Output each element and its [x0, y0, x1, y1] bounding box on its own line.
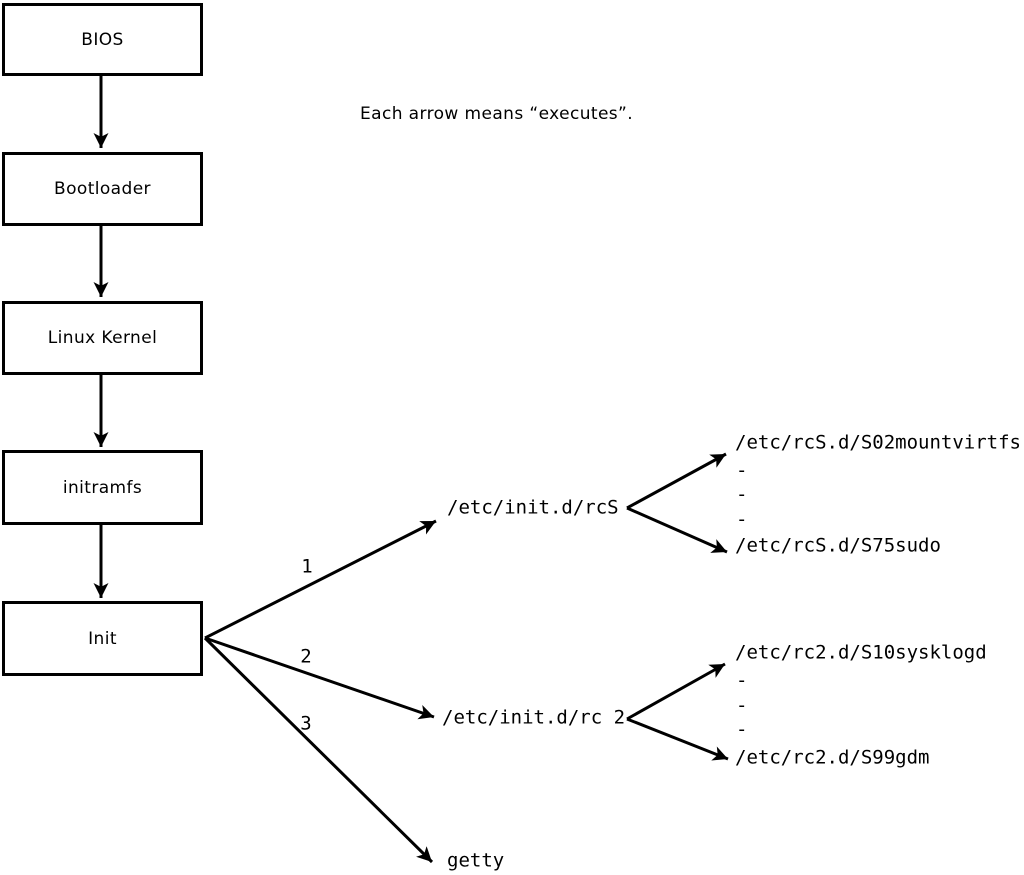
arrow-rcs-to-s75sudo	[626, 506, 728, 554]
node-bootloader: Bootloader	[2, 152, 203, 226]
arrow-rc2-to-s10sysklogd	[626, 662, 726, 721]
node-init: Init	[2, 601, 203, 676]
edge-label-3: 3	[300, 712, 312, 735]
target-rc2-script: /etc/init.d/rc 2	[442, 706, 626, 729]
node-bios-label: BIOS	[81, 29, 124, 50]
node-init-label: Init	[88, 628, 117, 649]
node-bootloader-label: Bootloader	[54, 179, 151, 199]
rcs-child-s02mountvirtfs: /etc/rcS.d/S02mountvirtfs	[735, 431, 1021, 454]
edge-label-1: 1	[301, 555, 313, 578]
target-rcs-script: /etc/init.d/rcS	[447, 496, 619, 519]
target-getty: getty	[447, 849, 505, 872]
rc2-child-ellipsis-dash: -	[736, 694, 748, 717]
rc2-child-ellipsis-dash: -	[736, 669, 748, 692]
arrow-init-to-rcs	[204, 519, 437, 640]
rcs-child-s75sudo: /etc/rcS.d/S75sudo	[735, 534, 941, 557]
node-linux-kernel-label: Linux Kernel	[47, 328, 158, 348]
arrow-rc2-to-s99gdm	[626, 717, 729, 761]
node-linux-kernel: Linux Kernel	[2, 301, 203, 375]
node-bios: BIOS	[2, 3, 203, 76]
rc2-child-s10sysklogd: /etc/rc2.d/S10sysklogd	[735, 641, 987, 664]
arrow-init-to-rc2	[204, 636, 435, 720]
legend-caption: Each arrow means “executes”.	[360, 104, 634, 124]
rc2-child-ellipsis-dash: -	[736, 718, 748, 741]
arrow-init-to-getty	[203, 636, 434, 864]
rcs-child-ellipsis-dash: -	[736, 508, 748, 531]
arrow-rcs-to-s02mountvirtfs	[626, 452, 727, 510]
rc2-child-s99gdm: /etc/rc2.d/S99gdm	[735, 746, 930, 769]
node-initramfs: initramfs	[2, 450, 203, 525]
rcs-child-ellipsis-dash: -	[736, 459, 748, 482]
node-initramfs-label: initramfs	[62, 477, 143, 498]
rcs-child-ellipsis-dash: -	[736, 483, 748, 506]
edge-label-2: 2	[300, 645, 312, 668]
